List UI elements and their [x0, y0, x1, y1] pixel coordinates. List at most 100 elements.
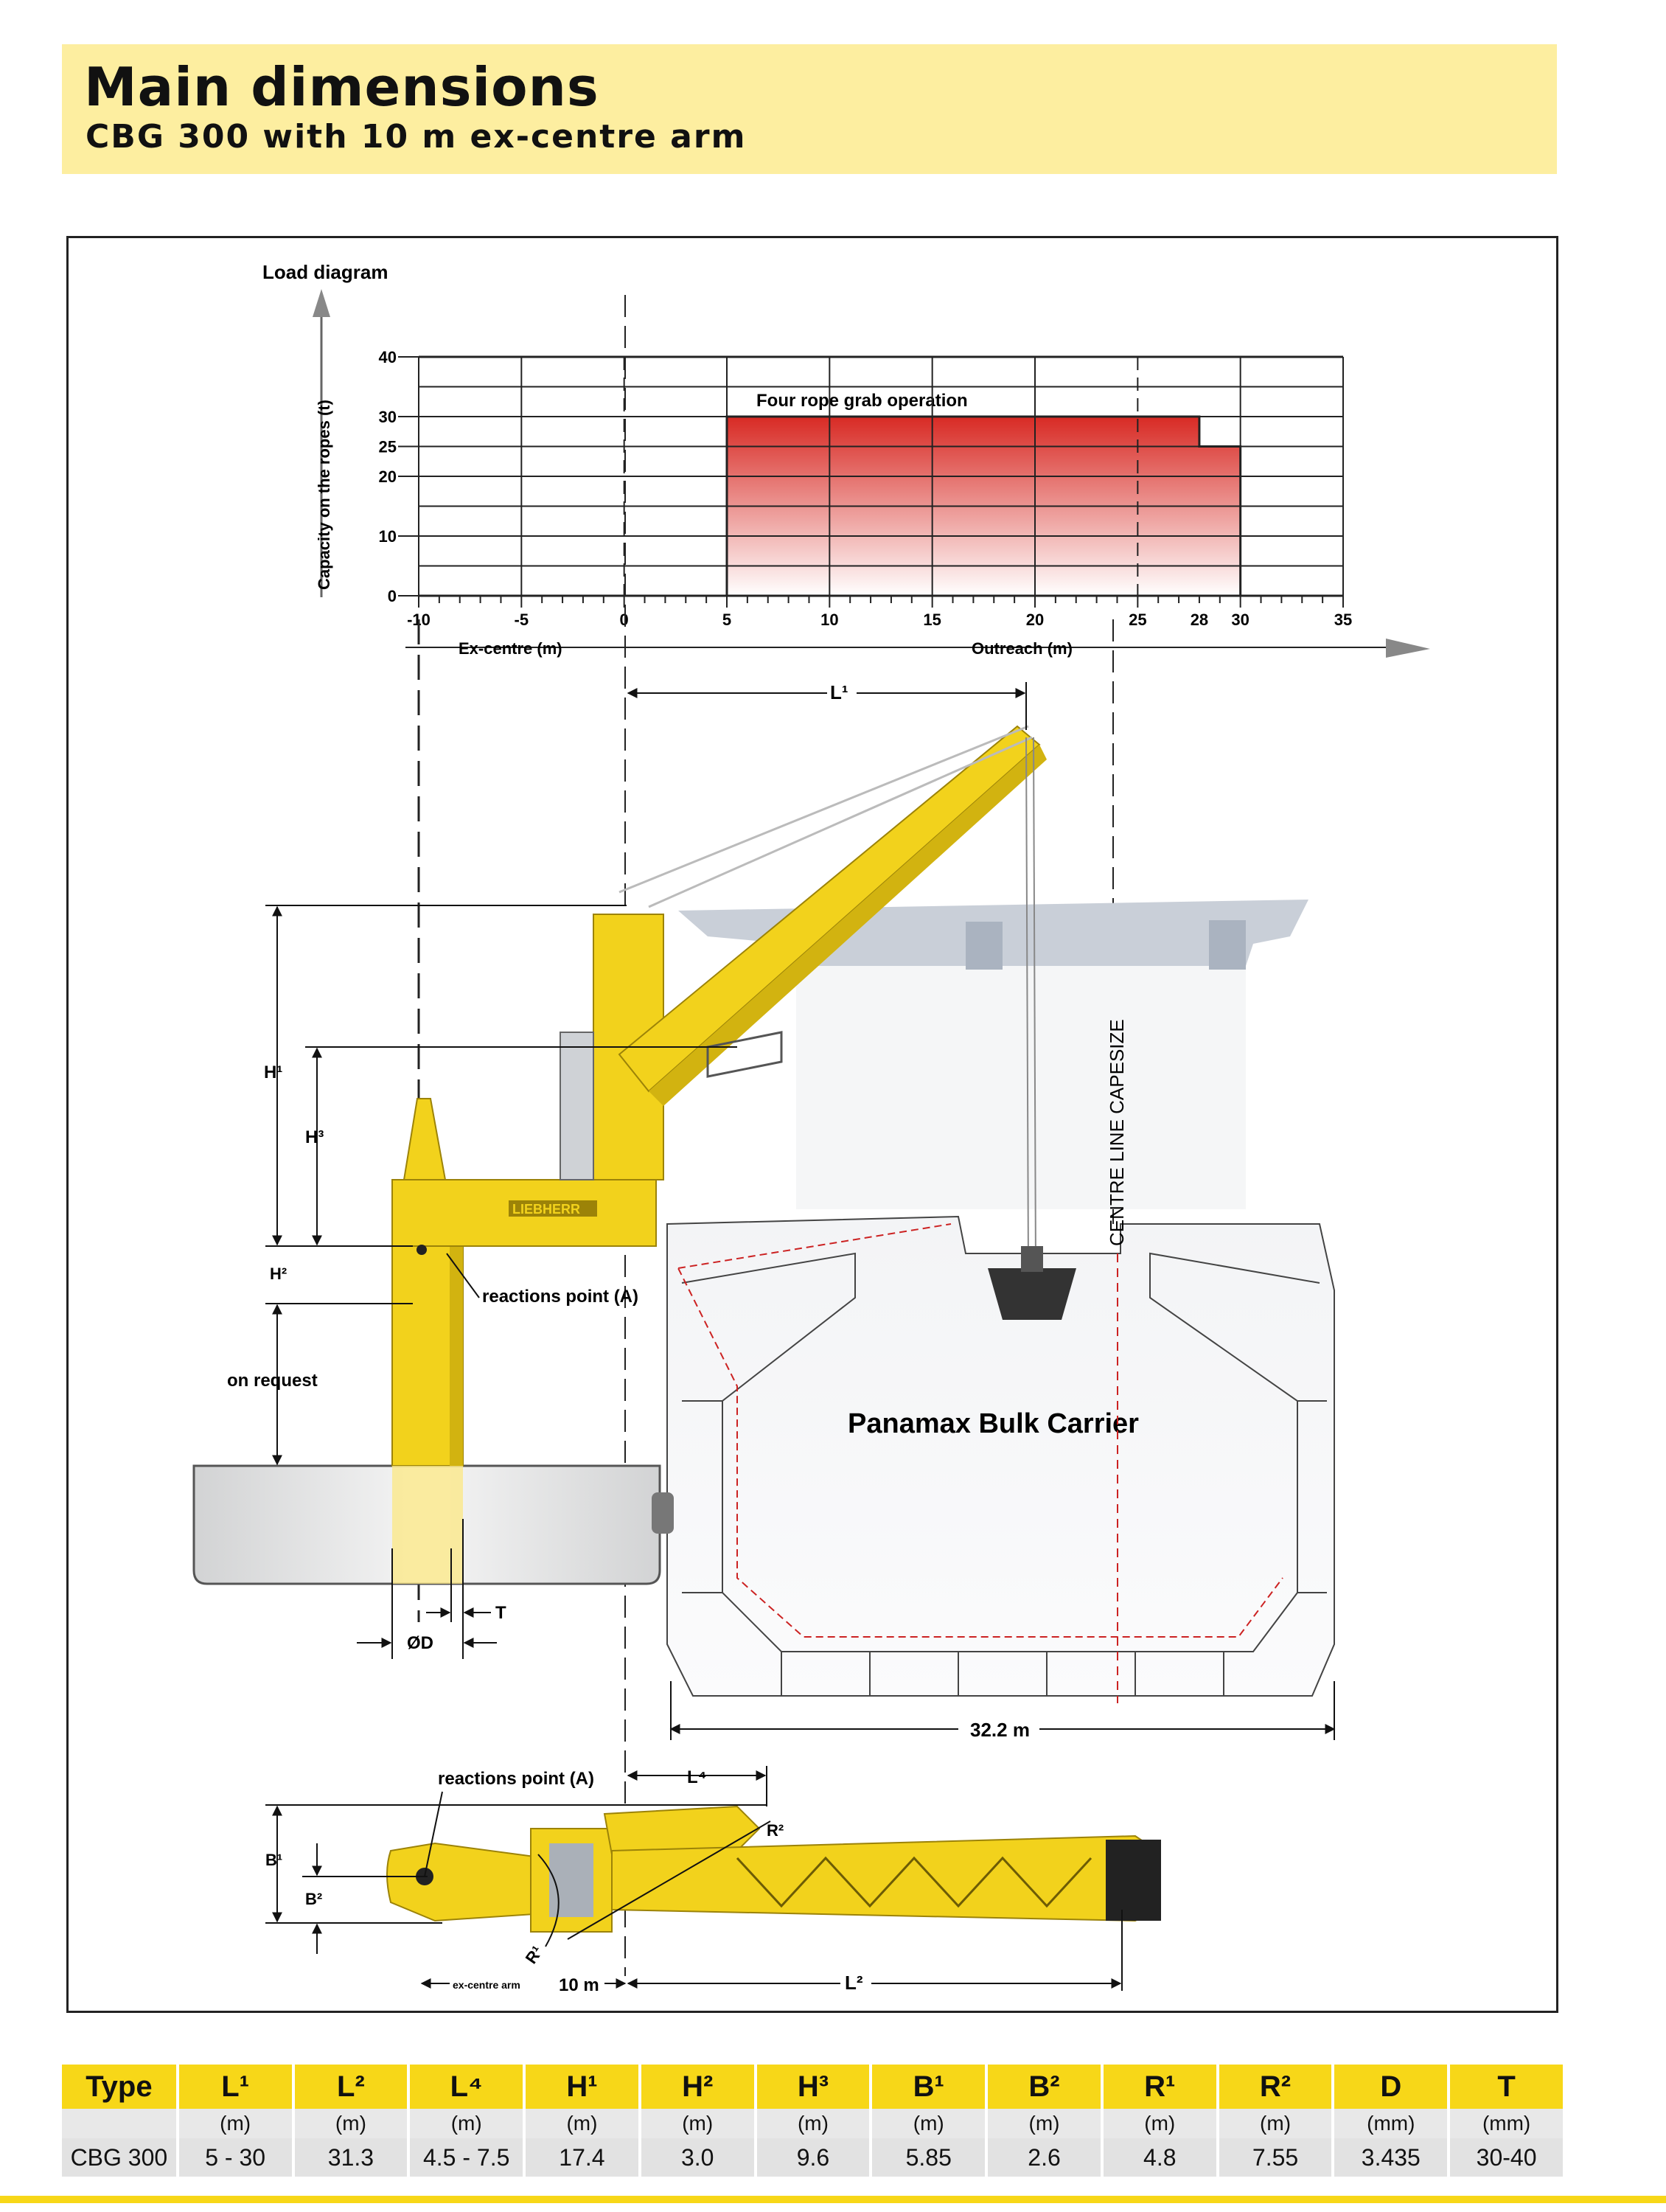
centre-line-label: CENTRE LINE CAPESIZE: [1106, 1019, 1128, 1246]
table-header: H³: [755, 2065, 873, 2109]
table-cell: 2.6: [986, 2138, 1104, 2177]
table-header-row: Type L¹ L² L⁴ H¹ H² H³ B¹ B² R¹ R² D T: [62, 2065, 1566, 2109]
y-tick-label: 20: [379, 467, 397, 486]
table-unit: (mm): [1449, 2109, 1566, 2138]
x-tick-label: 28: [1191, 611, 1208, 629]
page-subtitle: CBG 300 with 10 m ex-centre arm: [86, 118, 747, 156]
R1-arc: [537, 1854, 560, 1947]
x-tick-label: 35: [1334, 611, 1352, 629]
reactions-leader: [446, 1253, 480, 1298]
table-unit: (m): [1217, 2109, 1335, 2138]
table-cell: 7.55: [1217, 2138, 1335, 2177]
x-tick-label: 25: [1129, 611, 1146, 629]
table-unit: (mm): [1333, 2109, 1451, 2138]
excentre-arm-value: 10 m: [559, 1975, 599, 1995]
y-axis-label: Capacity on the ropes (t): [315, 400, 333, 590]
table-header: D: [1333, 2065, 1451, 2109]
R2-leader: [567, 1820, 771, 1940]
table-cell: 3.435: [1333, 2138, 1451, 2177]
y-tick-label: 10: [379, 527, 397, 546]
excentre-arm-label-bg: [450, 1970, 604, 1995]
table-units-row: (m) (m) (m) (m) (m) (m) (m) (m) (m) (m) …: [62, 2109, 1566, 2138]
y-tick-label: 30: [379, 408, 397, 426]
table-cell: 5.85: [871, 2138, 989, 2177]
table-unit: (m): [986, 2109, 1104, 2138]
R1-label: R¹: [522, 1943, 547, 1967]
y-axis-arrowhead: [313, 289, 330, 317]
reactions-plan-leader: [424, 1791, 443, 1877]
table-unit: (m): [408, 2109, 526, 2138]
table-cell: 17.4: [524, 2138, 641, 2177]
B1-label: B¹: [265, 1851, 282, 1869]
excentre-arm-label: ex-centre arm: [453, 1979, 520, 1991]
table-header: B¹: [871, 2065, 989, 2109]
table-unit: (m): [639, 2109, 757, 2138]
table-unit: [62, 2109, 179, 2138]
T-label: T: [495, 1603, 506, 1623]
table-header: L⁴: [408, 2065, 526, 2109]
x-tick-label: 0: [620, 611, 629, 629]
table-cell: 4.5 - 7.5: [408, 2138, 526, 2177]
H2-label: H²: [270, 1265, 287, 1283]
table-row: CBG 300 5 - 30 31.3 4.5 - 7.5 17.4 3.0 9…: [62, 2138, 1566, 2177]
dimension-table: Type L¹ L² L⁴ H¹ H² H³ B¹ B² R¹ R² D T (…: [62, 2065, 1566, 2177]
vessel-label: Panamax Bulk Carrier: [848, 1408, 1139, 1439]
D-label: ØD: [407, 1633, 433, 1653]
table-unit: (m): [871, 2109, 989, 2138]
table-header: L²: [293, 2065, 411, 2109]
table-unit: (m): [1101, 2109, 1219, 2138]
y-tick-label: 0: [388, 587, 397, 605]
reactions-point-plan-label: reactions point (A): [438, 1769, 594, 1789]
crane-plan-view: [386, 1805, 1161, 1933]
table-header: H²: [639, 2065, 757, 2109]
L2-label-bg: [840, 1969, 871, 1994]
x-tick-label: 10: [820, 611, 838, 629]
drawing-frame: [66, 236, 1558, 2013]
table-cell: 9.6: [755, 2138, 873, 2177]
L1-label-bg: [827, 678, 857, 703]
L1-label: L¹: [830, 681, 848, 703]
reactions-point-label: reactions point (A): [482, 1287, 638, 1307]
x-tick-label: 15: [923, 611, 941, 629]
table-header: R²: [1217, 2065, 1335, 2109]
on-request-label: on request: [227, 1371, 318, 1391]
x-axis-arrowhead: [1386, 639, 1430, 658]
series-label: Four rope grab operation: [756, 391, 968, 411]
x-tick-label: 5: [722, 611, 731, 629]
x-axis-label-excentre: Ex-centre (m): [459, 639, 562, 658]
B2-label: B²: [305, 1890, 322, 1908]
table-cell: 31.3: [293, 2138, 411, 2177]
table-cell: CBG 300: [62, 2138, 179, 2177]
y-tick-label: 40: [379, 348, 397, 366]
page-title: Main dimensions: [84, 56, 599, 118]
footer-rule: [0, 2196, 1666, 2203]
table-header: L¹: [177, 2065, 295, 2109]
H1-label: H¹: [264, 1062, 282, 1082]
H3-label: H³: [305, 1127, 324, 1147]
crane-brand: LIEBHERR: [512, 1202, 580, 1217]
table-header: Type: [62, 2065, 179, 2109]
L2-label: L²: [845, 1972, 863, 1994]
table-header: T: [1449, 2065, 1566, 2109]
table-unit: (m): [293, 2109, 411, 2138]
fender: [652, 1492, 674, 1534]
table-cell: 5 - 30: [177, 2138, 295, 2177]
table-unit: (m): [755, 2109, 873, 2138]
x-tick-label: 20: [1026, 611, 1044, 629]
table-header: R¹: [1101, 2065, 1219, 2109]
x-tick-label: -5: [515, 611, 529, 629]
x-axis-label-outreach: Outreach (m): [972, 639, 1073, 658]
chart-title: Load diagram: [262, 261, 388, 283]
header-banner: Main dimensions CBG 300 with 10 m ex-cen…: [62, 44, 1557, 174]
beam-label: 32.2 m: [970, 1719, 1030, 1741]
table-cell: 30-40: [1449, 2138, 1566, 2177]
y-tick-label: 25: [379, 438, 397, 456]
table-cell: 3.0: [639, 2138, 757, 2177]
L4-label: L⁴: [687, 1767, 707, 1787]
x-tick-label: 30: [1231, 611, 1249, 629]
chart-plot-area: Four rope grab operation01020253040-10-5…: [379, 348, 1353, 629]
beam-label-bg: [958, 1717, 1039, 1742]
table-header: H¹: [524, 2065, 641, 2109]
table-unit: (m): [177, 2109, 295, 2138]
